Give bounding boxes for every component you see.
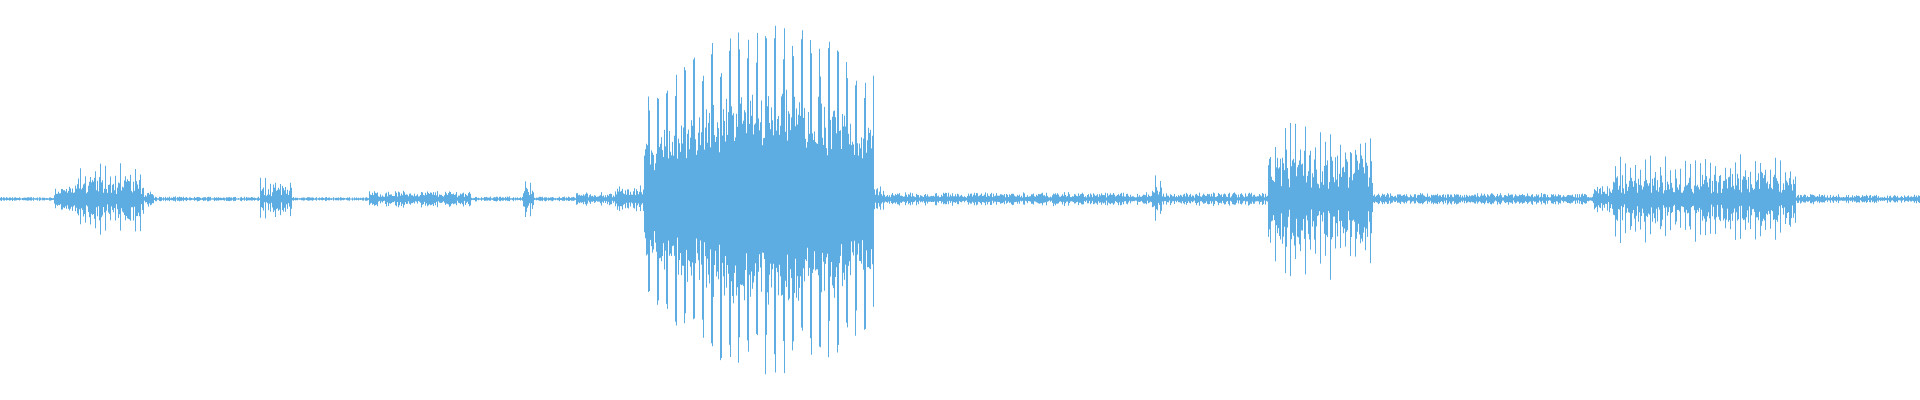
waveform-bars — [0, 25, 1920, 375]
waveform-samples — [0, 25, 1920, 375]
